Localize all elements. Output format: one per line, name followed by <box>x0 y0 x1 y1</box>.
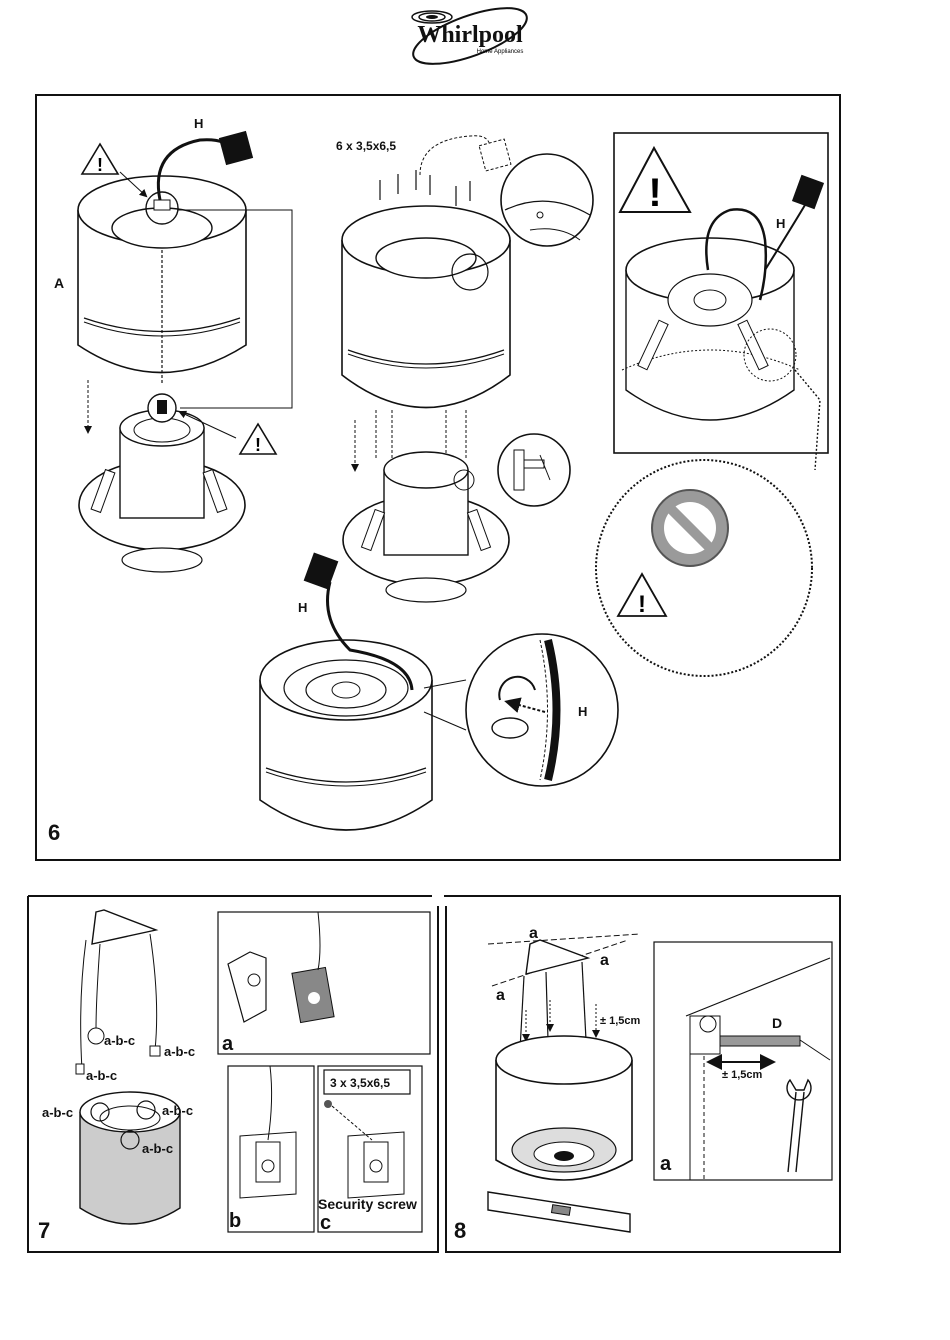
svg-text:!: ! <box>648 171 661 215</box>
screws <box>380 170 470 206</box>
distance-label-left: ± 1,5cm <box>600 1015 641 1027</box>
whirlpool-logo: Whirlpool Home Appliances <box>407 0 533 75</box>
label-abc-3: a-b-c <box>86 1068 117 1083</box>
hood-step8 <box>496 1036 632 1180</box>
detail-circle-clip <box>498 434 570 506</box>
detail-b-box <box>228 1066 314 1232</box>
screws-label-7: 3 x 3,5x6,5 <box>330 1076 390 1090</box>
label-a-left: a <box>496 987 505 1004</box>
step-7-panel: a-b-c a-b-c a-b-c a-b-c a-b-c a-b-c a <box>28 896 438 1252</box>
step-7-number: 7 <box>38 1218 50 1243</box>
hood-cylinder-left <box>78 176 246 373</box>
step-6-number: 6 <box>48 820 60 845</box>
label-a-top: a <box>529 925 538 942</box>
brand-name: Whirlpool <box>417 22 523 48</box>
label-h-bottom: H <box>298 600 307 615</box>
label-abc-5: a-b-c <box>162 1103 193 1118</box>
label-abc-2: a-b-c <box>164 1044 195 1059</box>
distance-label-detail: ± 1,5cm <box>722 1069 763 1081</box>
security-screw-label: Security screw <box>318 1196 417 1212</box>
warning-icon: ! <box>240 424 276 455</box>
label-h-detail: H <box>578 704 587 719</box>
hood-base-left <box>79 394 245 572</box>
svg-text:!: ! <box>638 591 646 618</box>
plug-ghost <box>479 139 511 171</box>
label-a: A <box>54 275 64 291</box>
step-8-number: 8 <box>454 1218 466 1243</box>
label-c-detail: c <box>320 1212 331 1234</box>
ceiling-bracket <box>488 934 640 1050</box>
label-a-right: a <box>600 952 609 969</box>
label-a-detail-8: a <box>660 1153 672 1175</box>
label-a-detail: a <box>222 1033 234 1055</box>
label-d: D <box>772 1015 782 1031</box>
label-h-left: H <box>194 116 203 131</box>
step-6-panel: H A ! ! 6 x 3,5x6,5 <box>36 95 840 860</box>
prohibited-detail: ! <box>596 460 812 676</box>
label-abc-6: a-b-c <box>142 1141 173 1156</box>
svg-text:!: ! <box>97 155 103 175</box>
screws-label-6: 6 x 3,5x6,5 <box>336 139 396 153</box>
step-8-panel: a a a ± 1,5cm <box>444 896 840 1252</box>
label-h-right: H <box>776 216 785 231</box>
warning-icon: ! <box>82 144 118 175</box>
detail-box-right: ! <box>614 133 828 453</box>
detail-a-box <box>218 912 430 1054</box>
detail-a-box-8 <box>654 942 832 1180</box>
brand-tagline: Home Appliances <box>477 49 524 55</box>
hood-base-middle <box>343 452 509 602</box>
label-b-detail: b <box>229 1210 241 1232</box>
detail-circle-cable <box>466 634 618 786</box>
svg-text:!: ! <box>255 435 261 455</box>
hood-cylinder-middle <box>342 206 510 408</box>
plug-left <box>219 131 253 165</box>
spirit-level <box>488 1192 630 1232</box>
label-abc-1: a-b-c <box>104 1033 135 1048</box>
detail-circle-top <box>501 154 593 246</box>
label-abc-4: a-b-c <box>42 1105 73 1120</box>
suspension-bracket <box>76 910 160 1074</box>
